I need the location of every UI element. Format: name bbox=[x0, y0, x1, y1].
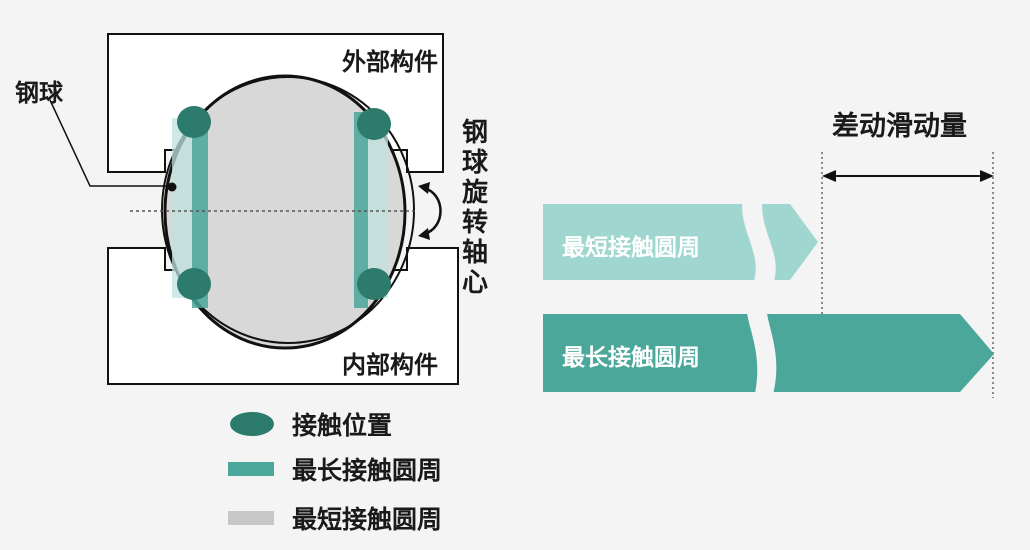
legend-label: 最短接触圆周 bbox=[292, 505, 443, 534]
axis-char: 轴 bbox=[462, 238, 489, 268]
rotation-arrow-head-top bbox=[418, 182, 430, 194]
short-contact-band-right bbox=[368, 118, 388, 298]
rotation-axis-label: 钢 球 旋 转 轴 心 bbox=[462, 118, 492, 298]
contact-position-bottom-left bbox=[177, 268, 211, 300]
long-contact-band-left bbox=[192, 112, 208, 308]
contact-position-top-left bbox=[177, 106, 211, 138]
longest-contact-arrow-label: 最长接触圆周 bbox=[562, 345, 700, 371]
dimension-arrow-right bbox=[980, 170, 994, 182]
axis-char: 心 bbox=[462, 268, 489, 298]
short-band-swatch-icon bbox=[228, 511, 274, 525]
inner-part-label: 内部构件 bbox=[342, 351, 438, 379]
legend-contact-position: 接触位置 bbox=[228, 404, 392, 444]
legend-shortest-contact: 最短接触圆周 bbox=[228, 498, 442, 538]
contact-ellipse-icon bbox=[230, 412, 274, 436]
steel-ball-leader-dot bbox=[167, 182, 177, 192]
legend-longest-contact: 最长接触圆周 bbox=[228, 449, 442, 489]
axis-char: 转 bbox=[462, 208, 489, 238]
contact-position-top-right bbox=[357, 108, 391, 140]
dimension-arrow-left bbox=[822, 170, 836, 182]
short-contact-band-left bbox=[172, 118, 192, 298]
axis-char: 钢 bbox=[462, 118, 489, 148]
long-contact-band-right bbox=[354, 112, 368, 308]
steel-ball-label: 钢球 bbox=[15, 79, 63, 107]
steel-ball bbox=[163, 74, 407, 350]
differential-sliding-label: 差动滑动量 bbox=[832, 111, 967, 142]
steel-ball-outline-offset bbox=[161, 76, 415, 344]
legend-label: 最长接触圆周 bbox=[292, 456, 443, 485]
wave-break-icon bbox=[742, 188, 777, 405]
steel-ball-leader bbox=[49, 99, 170, 187]
axis-char: 球 bbox=[462, 148, 489, 178]
rotation-arrow-icon bbox=[423, 186, 442, 236]
contact-position-bottom-right bbox=[357, 268, 391, 300]
shortest-contact-arrow-label: 最短接触圆周 bbox=[562, 235, 700, 261]
long-band-swatch-icon bbox=[228, 462, 274, 476]
rotation-arrow-head-bottom bbox=[418, 228, 430, 240]
axis-char: 旋 bbox=[462, 178, 489, 208]
outer-part-label: 外部构件 bbox=[342, 48, 438, 76]
legend-label: 接触位置 bbox=[292, 411, 393, 440]
